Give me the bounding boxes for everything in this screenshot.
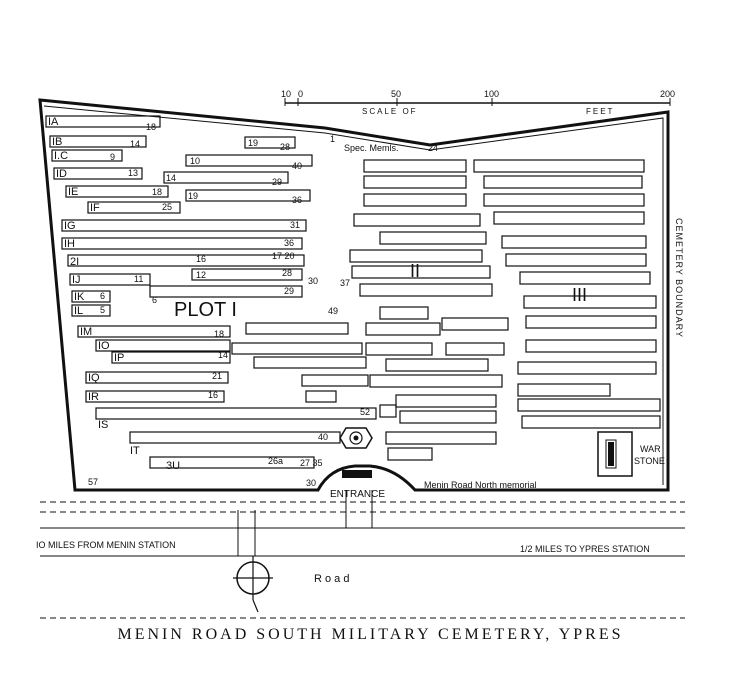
row-num-iq: 21 xyxy=(212,371,222,381)
scale-tick-100: 100 xyxy=(484,89,499,99)
row-num-im: 18 xyxy=(214,329,224,339)
map-title: MENIN ROAD SOUTH MILITARY CEMETERY, YPRE… xyxy=(117,626,624,643)
num-28b: 28 xyxy=(282,268,292,278)
row-num-is: 52 xyxy=(360,407,370,417)
row-label-ir: IR xyxy=(88,391,99,403)
row-num-ir: 16 xyxy=(208,390,218,400)
scale-label: SCALE OF xyxy=(362,107,418,116)
entrance-label: ENTRANCE xyxy=(330,489,385,500)
num-36: 36 xyxy=(292,195,302,205)
war-stone-label-2: STONE xyxy=(634,456,665,466)
num-40: 40 xyxy=(292,161,302,171)
row-label-if: IF xyxy=(90,202,100,214)
num-24: 24 xyxy=(428,143,438,153)
compass-icon xyxy=(233,556,273,613)
row-num-ij: 11 xyxy=(134,274,143,284)
num-28: 28 xyxy=(280,142,290,152)
spec-memls-label: Spec. Memls. xyxy=(344,143,399,153)
plot-iii-rows xyxy=(473,159,661,429)
scale-tick-50: 50 xyxy=(391,89,401,99)
row-label-is: IS xyxy=(98,419,108,431)
scale-tick-200: 200 xyxy=(660,89,675,99)
road-label: R o a d xyxy=(314,573,349,585)
row-label-io: IO xyxy=(98,340,110,352)
num-29: 29 xyxy=(272,177,282,187)
num-1720: 17 20 xyxy=(272,251,295,261)
row-num-il: 5 xyxy=(100,305,105,315)
boundary-label: CEMETERY BOUNDARY xyxy=(674,218,684,338)
row-label-ij: IJ xyxy=(72,274,81,286)
row-label-ih: IH xyxy=(64,238,75,250)
scale-tick-10: 10 xyxy=(281,89,291,99)
row-label-iq: IQ xyxy=(88,372,100,384)
war-stone-label-1: WAR xyxy=(640,444,661,454)
row-num-it: 40 xyxy=(318,432,328,442)
num-30: 30 xyxy=(308,276,318,286)
cross-of-sacrifice xyxy=(339,427,373,449)
row-label-ig: IG xyxy=(64,220,76,232)
to-menin-label: IO MILES FROM MENIN STATION xyxy=(36,540,176,550)
row-num-ip: 14 xyxy=(218,350,228,360)
cemetery-boundary xyxy=(38,98,670,492)
num-19: 19 xyxy=(248,138,258,148)
row-label-it: IT xyxy=(130,445,140,457)
row-num-ik: 6 xyxy=(100,291,105,301)
num-12: 12 xyxy=(196,270,206,280)
row-num-id: 13 xyxy=(128,168,138,178)
row-num-iu: 26a xyxy=(268,456,283,466)
num-19b: 19 xyxy=(188,191,198,201)
num-49: 49 xyxy=(328,306,338,316)
num-29b: 29 xyxy=(284,286,294,296)
plot-i-label: PLOT I xyxy=(174,299,237,321)
num-14: 14 xyxy=(166,173,176,183)
row-num-ih: 36 xyxy=(284,238,294,248)
row-num-ib: 14 xyxy=(130,139,140,149)
row-label-ie: IE xyxy=(68,186,78,198)
num-2735: 27 35 xyxy=(300,458,323,468)
row-label-iu: 3U xyxy=(166,460,180,472)
num-37: 37 xyxy=(340,278,350,288)
row-label-il: IL xyxy=(74,305,83,317)
row-num-ig: 31 xyxy=(290,220,300,230)
row-num-ia: 18 xyxy=(146,122,156,132)
row-label-ia: IA xyxy=(48,116,59,128)
menin-road-north-label: Menin Road North memorial xyxy=(424,480,537,490)
entrance-gate xyxy=(342,470,372,478)
to-ypres-label: 1/2 MILES TO YPRES STATION xyxy=(520,544,650,554)
num-57: 57 xyxy=(88,477,98,487)
row-num-if: 25 xyxy=(162,202,172,212)
plot-ii-label: II xyxy=(410,261,420,281)
war-stone xyxy=(597,431,633,477)
row-num-ii: 16 xyxy=(196,254,206,264)
scale-unit: FEET xyxy=(586,107,614,116)
row-label-ic: I.C xyxy=(54,150,68,162)
row-label-ii: 2I xyxy=(70,256,79,268)
row-label-id: ID xyxy=(56,168,67,180)
road xyxy=(40,490,685,619)
num-1: 1 xyxy=(330,134,335,144)
row-label-im: IM xyxy=(80,326,92,338)
plot-iii-label: III xyxy=(572,285,587,305)
row-label-ib: IB xyxy=(52,136,62,148)
row-num-ic: 9 xyxy=(110,152,115,162)
num-6: 6 xyxy=(152,295,157,305)
scale-tick-0: 0 xyxy=(298,89,303,99)
row-num-ie: 18 xyxy=(152,187,162,197)
row-label-ip: IP xyxy=(114,352,124,364)
num-30b: 30 xyxy=(306,478,316,488)
scale-bar: 10 0 50 100 200 SCALE OF FEET xyxy=(281,89,675,116)
center-left-rows xyxy=(149,136,369,403)
plot-i-rows xyxy=(45,115,377,469)
num-10: 10 xyxy=(190,156,200,166)
row-label-ik: IK xyxy=(74,291,85,303)
plot-ii-rows xyxy=(349,159,509,461)
